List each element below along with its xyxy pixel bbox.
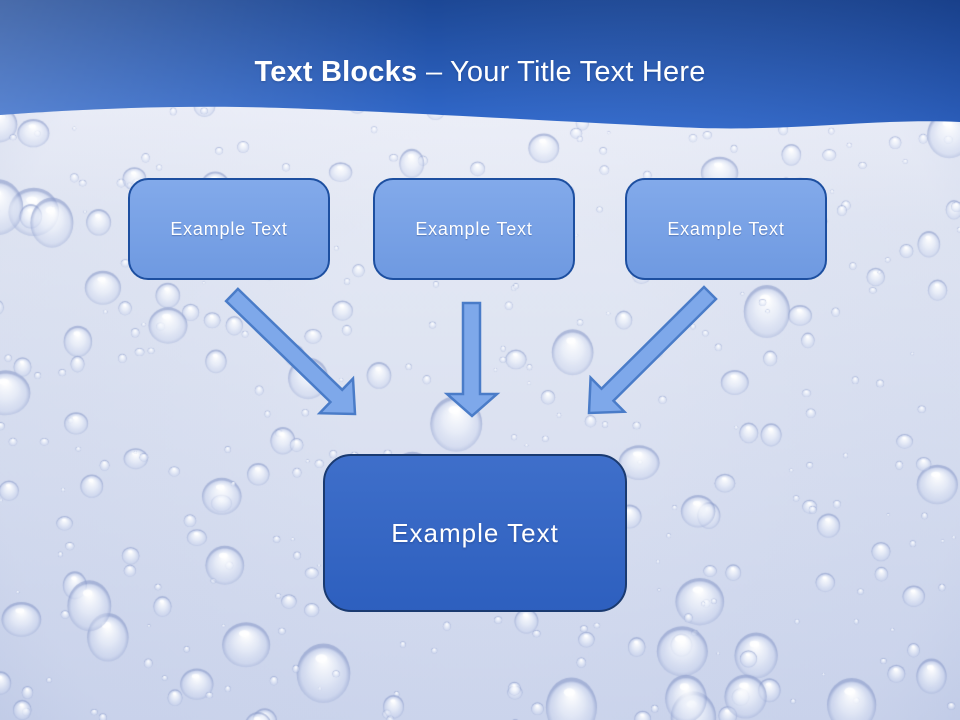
summary-text-block[interactable]: Example Text (323, 454, 627, 612)
slide-title-bold: Text Blocks (254, 56, 418, 88)
header-wave (0, 0, 960, 129)
slide-title-regular: – Your Title Text Here (425, 56, 706, 88)
text-block-2-label: Example Text (415, 218, 533, 239)
summary-text-block-label: Example Text (391, 517, 559, 548)
arrow-down-icon[interactable] (443, 301, 501, 418)
text-block-2[interactable]: Example Text (373, 178, 575, 280)
slide-title[interactable]: Text Blocks– Your Title Text Here (0, 52, 960, 92)
header-wave-tint (0, 0, 960, 129)
text-block-1-label: Example Text (170, 218, 288, 239)
arrow-down-right-icon[interactable] (224, 287, 357, 416)
text-block-3-label: Example Text (667, 218, 785, 239)
text-block-3[interactable]: Example Text (625, 178, 827, 280)
text-block-1[interactable]: Example Text (128, 178, 330, 280)
arrow-down-left-icon[interactable] (587, 285, 718, 415)
